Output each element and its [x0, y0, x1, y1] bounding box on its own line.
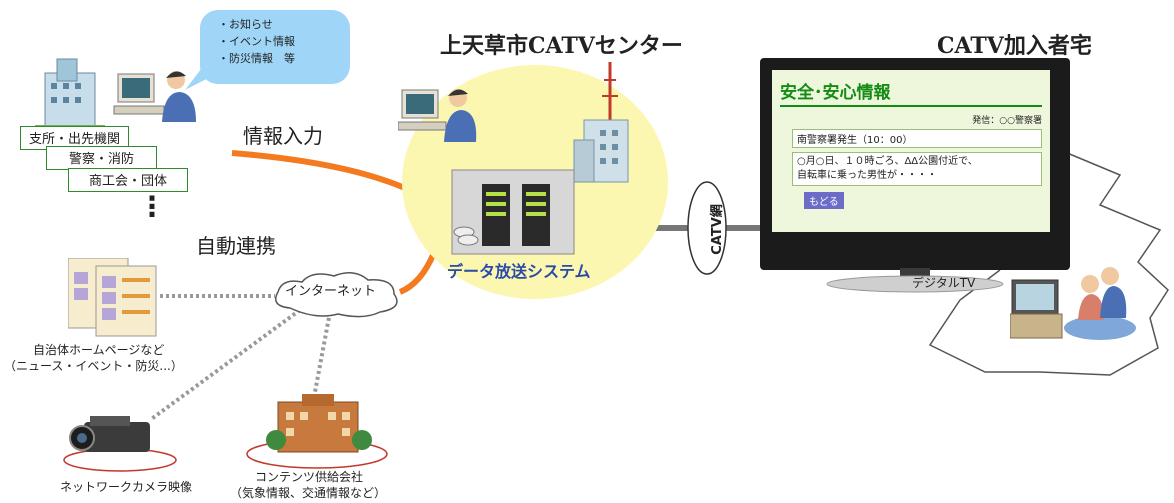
org-label-police-fire: 警察・消防: [46, 146, 158, 170]
homepage-sub-label: （ニュース・イベント・防災...）: [4, 359, 183, 373]
screen-body-line: 自転車に乗った男性が・・・・: [797, 170, 937, 181]
tv-label: デジタルTV: [912, 276, 976, 290]
dotted-link-camera: [148, 308, 302, 422]
tv-stand: [826, 268, 1004, 293]
catv-network-ellipse: [687, 181, 727, 275]
content-company-label: コンテンツ供給会社: [255, 470, 364, 484]
screen-news-item: 南警察署発生（10：00）: [792, 129, 1042, 148]
catv-network-label: CATV網: [709, 204, 725, 255]
city-office-icon: [35, 58, 105, 133]
camera-label: ネットワークカメラ映像: [60, 480, 193, 494]
screen-body-line: ○月○日、１０時ごろ、ΔΔ公園付近で、: [797, 156, 978, 167]
screen-news-body: ○月○日、１０時ごろ、ΔΔ公園付近で、 自転車に乗った男性が・・・・: [792, 152, 1042, 186]
screen-sender: 発信：○○警察署: [972, 116, 1042, 126]
operator-icon: [113, 71, 196, 122]
content-company-sub-label: （気象情報、交通情報など）: [230, 486, 387, 500]
data-broadcast-system-label: データ放送システム: [447, 262, 591, 281]
internet-label: インターネット: [285, 284, 377, 299]
homepage-label: 自治体ホームページなど: [33, 343, 165, 357]
family-watching-tv-icon: [1010, 267, 1136, 340]
bubble-item: ・防災情報 等: [218, 52, 295, 65]
speech-bubble: ・お知らせ ・イベント情報 ・防災情報 等: [200, 10, 350, 84]
house-outline: [928, 149, 1169, 376]
broadcast-tower-icon: [573, 62, 629, 183]
org-label-commerce: 商工会・団体: [68, 168, 189, 192]
server-rack-icon: [451, 169, 575, 255]
tv-screen: 安全･安心情報 発信：○○警察署 南警察署発生（10：00） ○月○日、１０時ご…: [768, 66, 1054, 236]
network-camera-icon: [63, 416, 177, 472]
auto-link-label: 自動連携: [196, 234, 276, 258]
screen-heading: 安全･安心情報: [780, 78, 1042, 107]
dotted-link-content: [313, 311, 332, 393]
center-operator-icon: [398, 89, 477, 142]
center-title: 上天草市CATVセンター: [440, 33, 683, 59]
more-ellipsis: ⋮: [138, 190, 166, 223]
bubble-tail: [185, 60, 218, 90]
internet-cloud-icon: [275, 272, 398, 318]
content-company-icon: [246, 394, 388, 469]
homepage-icon: [68, 258, 157, 337]
info-input-label: 情報入力: [243, 124, 323, 148]
screen-back-button[interactable]: もどる: [804, 192, 844, 209]
bubble-item: ・イベント情報: [218, 35, 295, 48]
subscriber-title: CATV加入者宅: [937, 33, 1092, 59]
bubble-item: ・お知らせ: [218, 18, 273, 31]
